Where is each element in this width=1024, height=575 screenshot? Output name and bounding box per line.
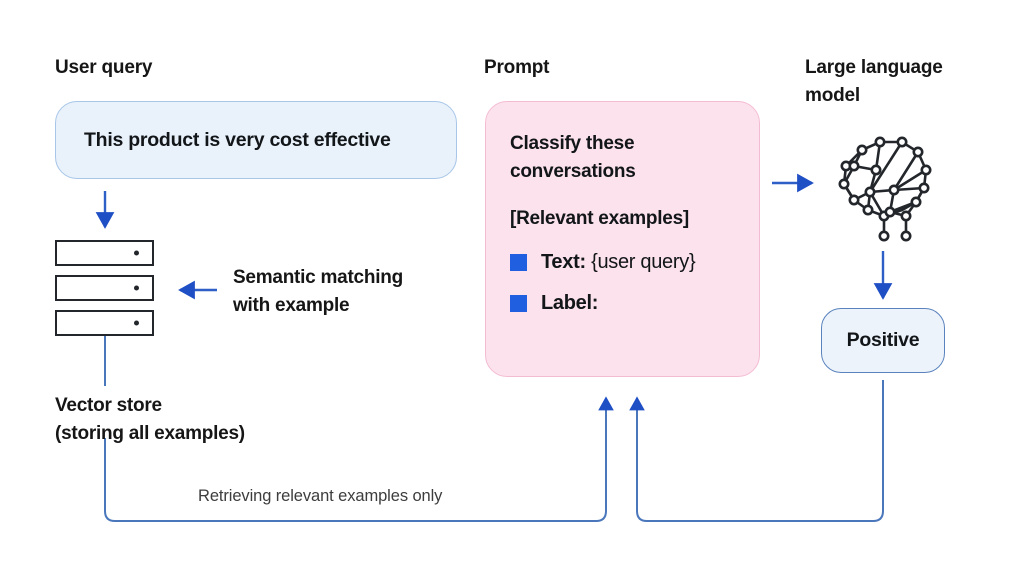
prompt-bullet-label-label: Label: (541, 292, 599, 315)
prompt-instruction: Classify these conversations (510, 133, 636, 182)
user-query-box: This product is very cost effective (55, 101, 457, 179)
loop-retrieval-to-prompt (104, 396, 614, 522)
bullet-square-icon (510, 295, 527, 313)
loop-output-to-prompt (629, 380, 884, 522)
vector-store-row (55, 240, 154, 266)
header-large-language-model: Large language model (805, 57, 943, 106)
llm-output-text: Positive (846, 329, 920, 351)
llm-output-box: Positive (821, 308, 945, 373)
bullet-square-icon (510, 254, 527, 272)
vector-store-label: Vector store (storing all examples) (55, 395, 245, 444)
rack-dot-icon (134, 285, 139, 291)
prompt-bullet-text-label: Text: (541, 251, 586, 274)
prompt-box: Classify these conversations [Relevant e… (485, 101, 760, 377)
header-prompt: Prompt (484, 57, 550, 78)
user-query-text: This product is very cost effective (84, 128, 391, 151)
vector-store-row (55, 275, 154, 301)
prompt-bullet-text-value: {user query} (585, 251, 696, 274)
rack-dot-icon (134, 320, 139, 326)
rack-dot-icon (134, 250, 139, 256)
prompt-bullet-text: Text: {user query} (510, 251, 739, 274)
prompt-bullet-label: Label: (510, 292, 739, 315)
vector-store-row (55, 310, 154, 336)
prompt-relevant-examples: [Relevant examples] (510, 208, 689, 230)
header-user-query: User query (55, 57, 153, 78)
neural-network-brain-icon (838, 136, 932, 242)
retrieving-examples-label: Retrieving relevant examples only (198, 487, 443, 505)
semantic-matching-label: Semantic matching with example (233, 267, 403, 316)
